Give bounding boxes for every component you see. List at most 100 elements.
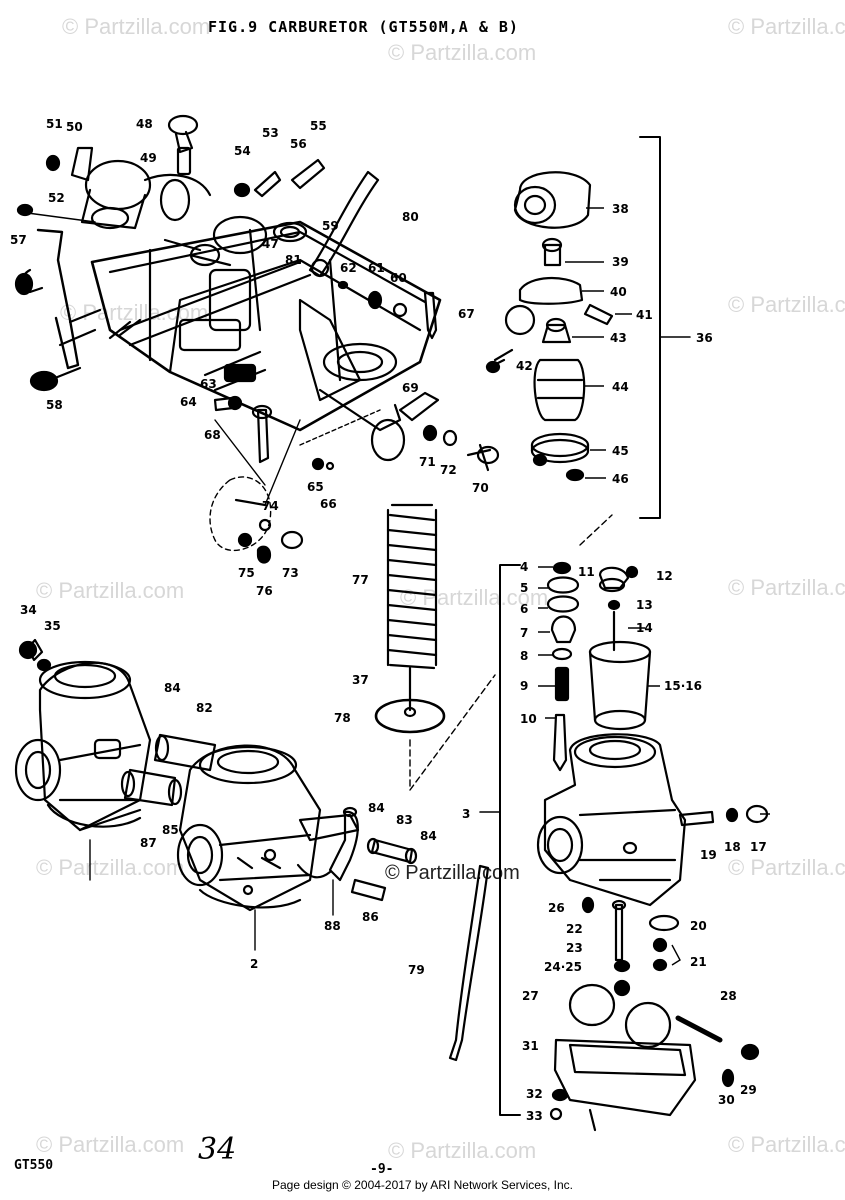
callout-52: 52 — [48, 191, 65, 205]
callout-50: 50 — [66, 120, 83, 134]
watermark: © Partzilla.com — [728, 14, 845, 39]
callout-70: 70 — [472, 481, 489, 495]
watermark: © Partzilla.com — [728, 1132, 845, 1157]
callout-76: 76 — [256, 584, 273, 598]
callout-67: 67 — [458, 307, 475, 321]
callout-84: 84 — [368, 801, 385, 815]
watermark: © Partzilla.com — [388, 40, 537, 65]
callout-73: 73 — [282, 566, 299, 580]
callout-31: 31 — [522, 1039, 539, 1053]
page-credit: Page design © 2004-2017 by ARI Network S… — [271, 1178, 573, 1192]
callout-55: 55 — [310, 119, 327, 133]
callout-34: 34 — [20, 603, 37, 617]
watermark: © Partzilla.com — [36, 578, 185, 603]
callout-27: 27 — [522, 989, 539, 1003]
callout-2: 2 — [250, 957, 258, 971]
callout-85: 85 — [162, 823, 179, 837]
callout-26: 26 — [548, 901, 565, 915]
callout-13: 13 — [636, 598, 653, 612]
callout-30: 30 — [718, 1093, 735, 1107]
callout-28: 28 — [720, 989, 737, 1003]
callout-79: 79 — [408, 963, 425, 977]
callout-10: 10 — [520, 712, 537, 726]
callout-48: 48 — [136, 117, 153, 131]
callout-87: 87 — [140, 836, 157, 850]
spring-piston-group — [374, 503, 613, 791]
callout-78: 78 — [334, 711, 351, 725]
callout-36: 36 — [696, 331, 713, 345]
callout-14: 14 — [636, 621, 653, 635]
watermark: © Partzilla.com — [36, 1132, 185, 1157]
callout-22: 22 — [566, 922, 583, 936]
callout-66: 66 — [320, 497, 337, 511]
callout-68: 68 — [204, 428, 221, 442]
callout-11: 11 — [578, 565, 595, 579]
callout-5: 5 — [520, 581, 528, 595]
callout-38: 38 — [612, 202, 629, 216]
callout-23: 23 — [566, 941, 583, 955]
callout-72: 72 — [440, 463, 457, 477]
callout-33: 33 — [526, 1109, 543, 1123]
callout-81: 81 — [285, 253, 302, 267]
watermark: © Partzilla.com — [728, 575, 845, 600]
callout-64: 64 — [180, 395, 197, 409]
callout-41: 41 — [636, 308, 653, 322]
callout-7: 7 — [520, 626, 528, 640]
callout-24-25: 24·25 — [544, 960, 582, 974]
callout-84: 84 — [420, 829, 437, 843]
watermark: © Partzilla.com — [36, 855, 185, 880]
callout-61: 61 — [368, 261, 385, 275]
callout-15-16: 15·16 — [664, 679, 702, 693]
callout-57: 57 — [10, 233, 27, 247]
callout-6: 6 — [520, 602, 528, 616]
callout-3: 3 — [462, 807, 470, 821]
callout-40: 40 — [610, 285, 627, 299]
exploded-carburetor — [479, 561, 769, 1132]
callout-45: 45 — [612, 444, 629, 458]
model-code: GT550 — [14, 1158, 54, 1173]
figure-title: FIG.9 CARBURETOR (GT550M,A & B) — [208, 18, 519, 36]
callout-21: 21 — [690, 955, 707, 969]
callout-82: 82 — [196, 701, 213, 715]
callout-51: 51 — [46, 117, 63, 131]
callout-86: 86 — [362, 910, 379, 924]
callout-47: 47 — [262, 237, 279, 251]
callout-37: 37 — [352, 673, 369, 687]
callout-62: 62 — [340, 261, 357, 275]
callout-12: 12 — [656, 569, 673, 583]
callout-75: 75 — [238, 566, 255, 580]
callout-88: 88 — [324, 919, 341, 933]
callout-59: 59 — [322, 219, 339, 233]
callout-20: 20 — [690, 919, 707, 933]
callout-43: 43 — [610, 331, 627, 345]
callout-80: 80 — [402, 210, 419, 224]
watermark: © Partzilla.com — [62, 14, 211, 39]
callout-29: 29 — [740, 1083, 757, 1097]
callout-4: 4 — [520, 560, 528, 574]
callout-63: 63 — [200, 377, 217, 391]
callout-71: 71 — [419, 455, 436, 469]
callout-46: 46 — [612, 472, 629, 486]
starter-plunger-group — [504, 136, 691, 519]
callout-39: 39 — [612, 255, 629, 269]
callout-49: 49 — [140, 151, 157, 165]
watermark: © Partzilla.com — [728, 855, 845, 880]
watermark: © Partzilla.com — [400, 585, 549, 610]
callout-77: 77 — [352, 573, 369, 587]
callout-9: 9 — [520, 679, 528, 693]
callout-83: 83 — [396, 813, 413, 827]
watermark: © Partzilla.com — [388, 1138, 537, 1163]
callout-35: 35 — [44, 619, 61, 633]
callout-44: 44 — [612, 380, 629, 394]
callout-60: 60 — [390, 271, 407, 285]
callout-58: 58 — [46, 398, 63, 412]
callout-84: 84 — [164, 681, 181, 695]
callout-8: 8 — [520, 649, 528, 663]
callout-18: 18 — [724, 840, 741, 854]
callout-32: 32 — [526, 1087, 543, 1101]
callout-56: 56 — [290, 137, 307, 151]
carburetor-pair — [14, 638, 418, 951]
callout-53: 53 — [262, 126, 279, 140]
